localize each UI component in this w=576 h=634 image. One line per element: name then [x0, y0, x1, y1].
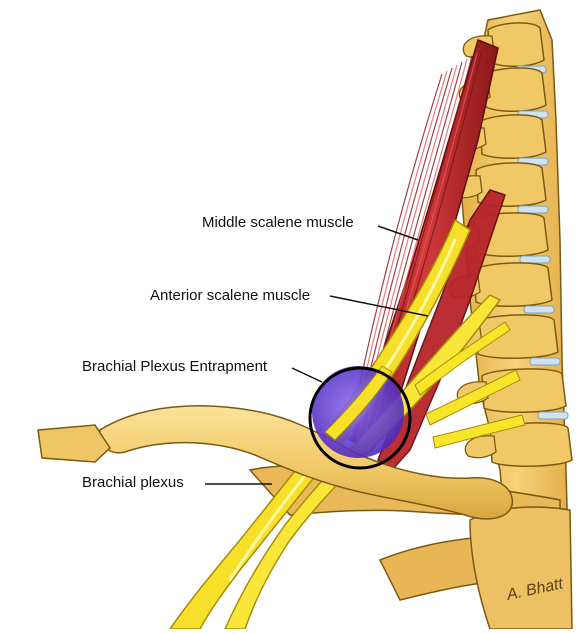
- entrapment-ring: [308, 366, 412, 470]
- entrapment-nerves-overlay: [324, 365, 393, 441]
- manubrium-fragment: [37, 424, 111, 463]
- label-middle-scalene-muscle: Middle scalene muscle: [202, 214, 354, 231]
- intervertebral-disc-4: [517, 205, 549, 214]
- leader-lines: [205, 225, 429, 485]
- nerve-root-1: [414, 321, 511, 396]
- scapula-edge: [469, 506, 573, 630]
- label-brachial-plexus: Brachial plexus: [82, 474, 184, 491]
- clavicle: [99, 405, 514, 520]
- leader-entrapment: [291, 367, 323, 383]
- vertebra-2: [483, 67, 547, 112]
- vertebra-3: [479, 114, 547, 160]
- intervertebral-disc-7: [529, 357, 561, 366]
- vertebra-1: [487, 22, 545, 67]
- clavicle-group: [37, 405, 514, 520]
- entrapment-marker: [308, 365, 412, 470]
- leader-middle-scalene: [377, 225, 419, 241]
- intervertebral-disc-6: [523, 305, 555, 314]
- nerve-root-3: [432, 414, 526, 449]
- transverse-process-9: [464, 435, 497, 459]
- leader-anterior-scalene: [329, 295, 429, 317]
- label-anterior-scalene-muscle: Anterior scalene muscle: [150, 287, 311, 304]
- nerve-root-2: [425, 369, 521, 426]
- intervertebral-disc-5: [519, 255, 551, 264]
- label-brachial-plexus-entrapment: Brachial Plexus Entrapment: [82, 358, 268, 375]
- vertebra-7: [475, 314, 559, 359]
- intervertebral-disc-8: [537, 411, 569, 420]
